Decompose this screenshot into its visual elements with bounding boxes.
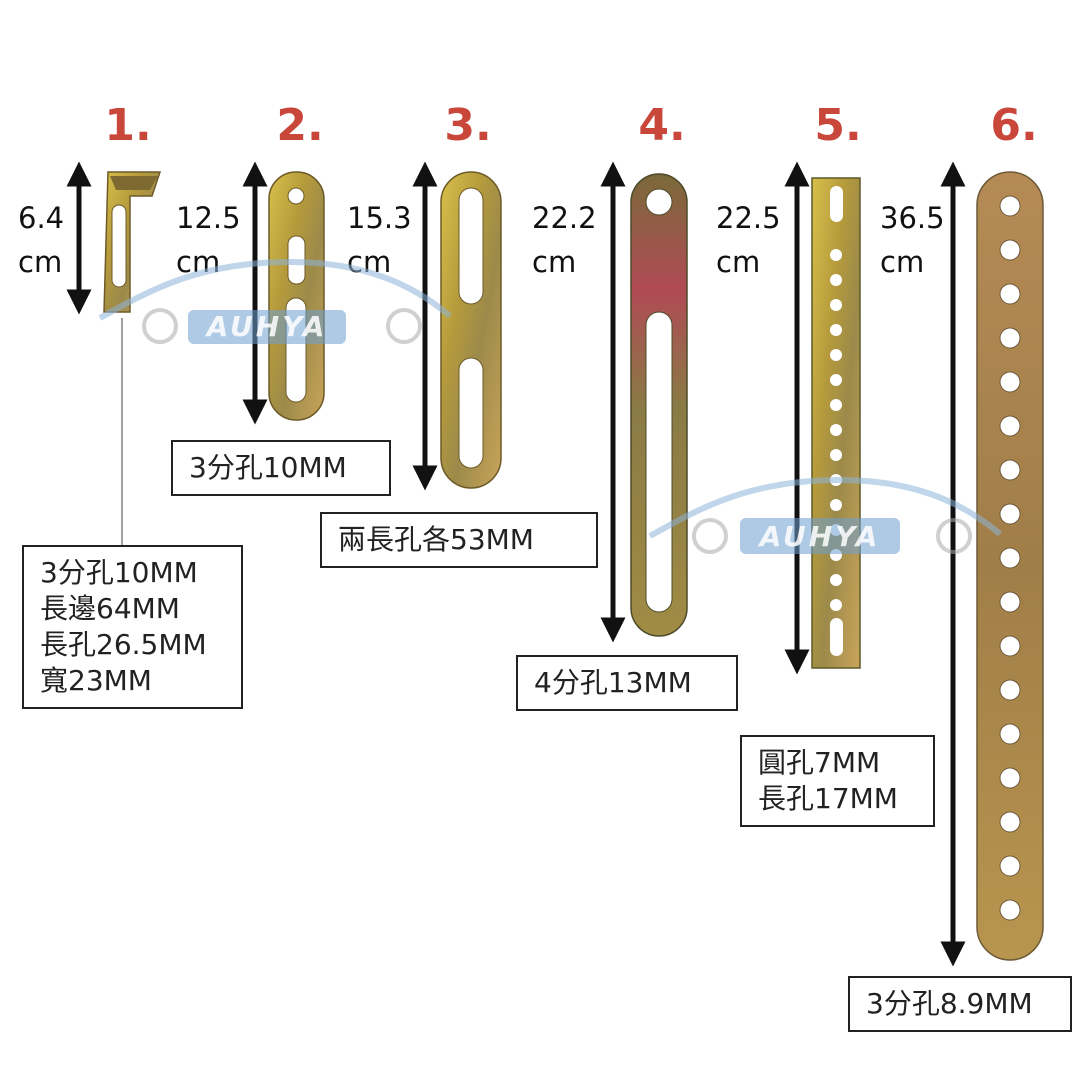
spec-line: 4分孔13MM xyxy=(534,666,692,699)
item-number-5: 5. xyxy=(814,100,862,151)
length-value-2: 12.5 xyxy=(176,201,241,235)
length-value-5: 22.5 xyxy=(716,201,781,235)
bracket-4 xyxy=(630,173,688,637)
spec-box-1: 3分孔10MM 長邊64MM 長孔26.5MM 寬23MM xyxy=(22,545,243,709)
watermark-logo-1 xyxy=(98,258,452,344)
length-unit-5: cm xyxy=(716,245,761,279)
spec-line: 長孔17MM xyxy=(758,782,898,815)
item-number-4: 4. xyxy=(638,100,686,151)
spec-box-3: 兩長孔各53MM xyxy=(320,512,598,568)
spec-line: 3分孔10MM xyxy=(189,451,347,484)
spec-line: 3分孔10MM xyxy=(40,556,198,589)
spec-line: 長邊64MM xyxy=(40,592,180,625)
spec-line: 長孔26.5MM xyxy=(40,628,207,661)
bracket-5 xyxy=(811,177,861,669)
bracket-6 xyxy=(976,171,1044,961)
item-number-1: 1. xyxy=(104,100,152,151)
item-number-6: 6. xyxy=(990,100,1038,151)
length-value-1: 6.4 xyxy=(18,201,65,235)
spec-box-2: 3分孔10MM xyxy=(171,440,391,496)
length-unit-4: cm xyxy=(532,245,577,279)
length-label-6: 36.5 cm xyxy=(880,196,945,284)
item-number-2: 2. xyxy=(276,100,324,151)
watermark-text-2: AUHYA xyxy=(759,520,881,553)
spec-box-4: 4分孔13MM xyxy=(516,655,738,711)
length-value-6: 36.5 xyxy=(880,201,945,235)
watermark-logo-2 xyxy=(648,476,1002,554)
bracket-2 xyxy=(268,171,325,421)
bracket-1 xyxy=(103,171,162,545)
length-unit-1: cm xyxy=(18,245,63,279)
bracket-3 xyxy=(440,171,502,489)
spec-line: 兩長孔各53MM xyxy=(338,523,534,556)
length-label-5: 22.5 cm xyxy=(716,196,781,284)
item-number-3: 3. xyxy=(444,100,492,151)
spec-box-6: 3分孔8.9MM xyxy=(848,976,1072,1032)
length-value-4: 22.2 xyxy=(532,201,597,235)
spec-line: 圓孔7MM xyxy=(758,746,881,779)
spec-box-5: 圓孔7MM 長孔17MM xyxy=(740,735,935,827)
length-label-4: 22.2 cm xyxy=(532,196,597,284)
spec-line: 寬23MM xyxy=(40,664,152,697)
spec-line: 3分孔8.9MM xyxy=(866,987,1033,1020)
length-label-1: 6.4 cm xyxy=(18,196,64,284)
length-value-3: 15.3 xyxy=(347,201,412,235)
length-unit-6: cm xyxy=(880,245,925,279)
watermark-text-1: AUHYA xyxy=(206,310,328,343)
